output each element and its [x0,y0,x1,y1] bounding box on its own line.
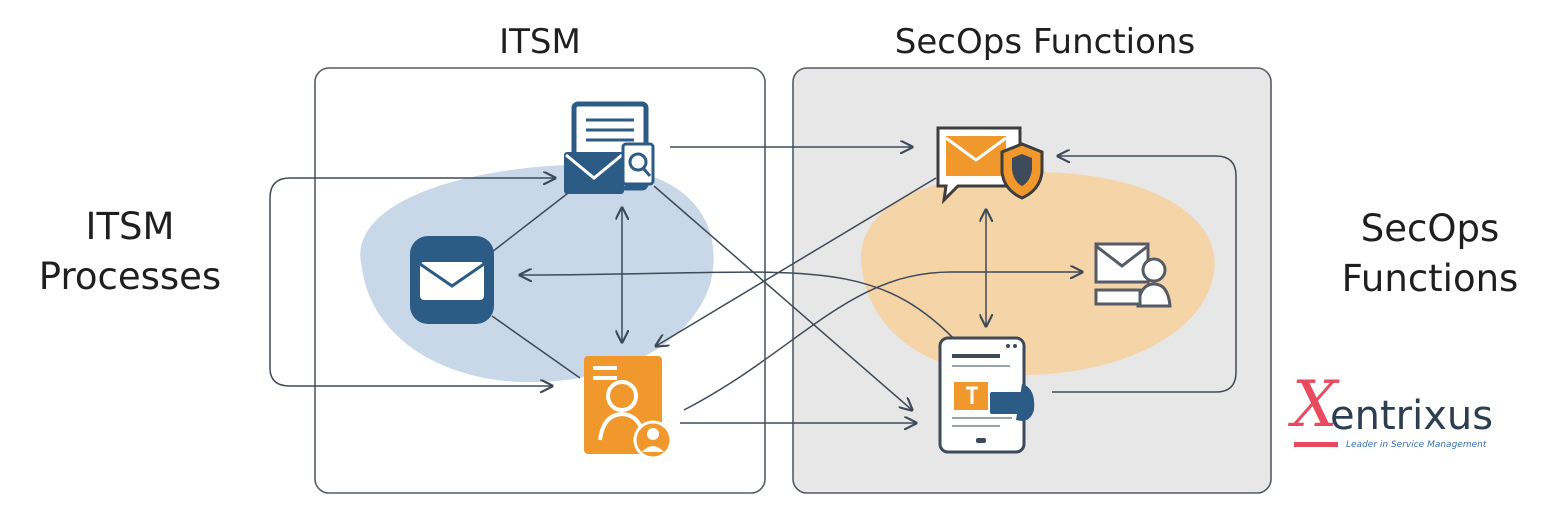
mail-shield-icon [936,126,1044,205]
left-loop-arrow [269,178,555,386]
itsm-processes-line2: Processes [38,255,222,298]
secops-blob [860,171,1215,376]
shield-to-profile-arrow [656,177,937,346]
tablet-to-mailapp-arrow [520,272,961,346]
doc-to-tablet-arrow [653,185,912,410]
itsm-processes-line1: ITSM [85,205,175,248]
mailapp-to-profile-line [491,315,581,379]
logo-tagline: Leader in Service Management [1346,440,1487,450]
logo-letter: X [1292,368,1338,442]
right-loop-arrow [1052,156,1237,393]
connectors [269,147,1237,423]
itsm-processes-label: ITSM Processes [20,202,240,302]
profile-to-usersmail-arrow [683,272,1082,411]
document-mail-search-icon [564,101,655,194]
secops-functions-line1: SecOps [1360,207,1500,250]
itsm-panel-title: ITSM [499,22,581,62]
tablet-report-icon [938,336,1035,454]
logo-underline [1294,442,1338,447]
logo-word: entrixus [1330,393,1494,439]
secops-functions-label: SecOps Functions [1325,204,1535,304]
mailapp-to-doc-line [491,189,573,253]
secops-functions-line2: Functions [1341,257,1519,300]
mail-app-icon [410,236,494,324]
secops-panel-title: SecOps Functions [894,22,1196,62]
user-profile-card-icon [584,356,673,460]
xentrixus-logo: X entrixus Leader in Service Management [1290,370,1494,458]
mail-users-icon [1094,242,1172,308]
